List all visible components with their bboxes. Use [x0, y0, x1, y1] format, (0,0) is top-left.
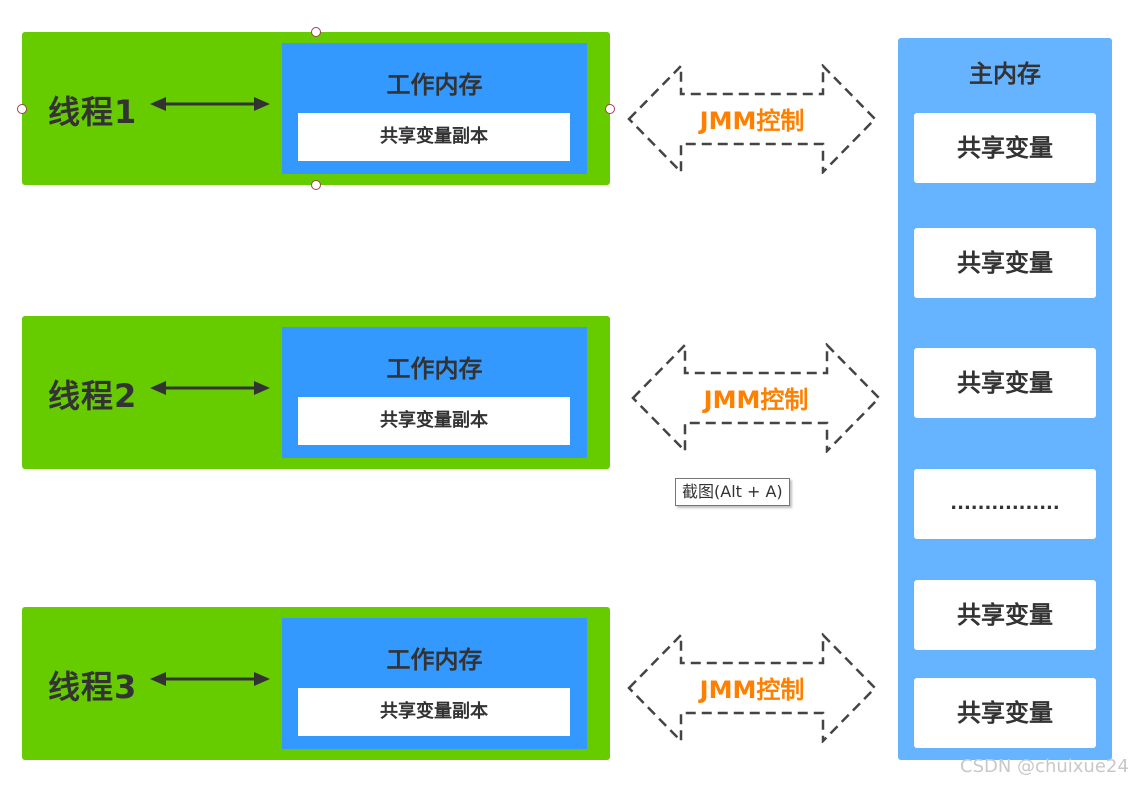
- shared-variable-copy: 共享变量副本: [298, 397, 570, 445]
- shared-variable-copy: 共享变量副本: [298, 113, 570, 161]
- jmm-control-label: JMM控制: [699, 107, 805, 135]
- thread-3-work-memory: 工作内存 共享变量副本: [282, 618, 587, 749]
- resize-handle-right[interactable]: [605, 104, 615, 114]
- thread-1-work-memory: 工作内存 共享变量副本: [282, 43, 587, 174]
- watermark: CSDN @chuixue24: [960, 756, 1129, 777]
- thread-3-box[interactable]: 线程3 工作内存 共享变量副本: [22, 607, 610, 760]
- thread-1-box[interactable]: 线程1 工作内存 共享变量副本: [22, 32, 610, 185]
- work-memory-title: 工作内存: [386, 355, 483, 383]
- thread-2-work-memory: 工作内存 共享变量副本: [282, 327, 587, 458]
- shared-variable-copy: 共享变量副本: [298, 688, 570, 736]
- thread-2-label: 线程2: [48, 377, 138, 415]
- dashed-double-arrow-icon: [627, 633, 877, 743]
- shared-variable-box: 共享变量: [914, 348, 1096, 418]
- thread-2-box[interactable]: 线程2 工作内存 共享变量副本: [22, 316, 610, 469]
- resize-handle-bottom[interactable]: [311, 180, 321, 190]
- main-memory-title: 主内存: [969, 60, 1041, 88]
- main-memory[interactable]: 主内存 共享变量 共享变量 共享变量 ................ 共享变量…: [898, 38, 1112, 760]
- shared-variable-box: 共享变量: [914, 228, 1096, 298]
- double-arrow-icon: [150, 381, 270, 395]
- thread-3-label: 线程3: [48, 668, 138, 706]
- resize-handle-left[interactable]: [17, 104, 27, 114]
- screenshot-tooltip: 截图(Alt + A): [675, 478, 790, 506]
- dashed-double-arrow-icon: [627, 64, 877, 174]
- jmm-control-label: JMM控制: [703, 386, 809, 414]
- resize-handle-top[interactable]: [311, 27, 321, 37]
- jmm-control-arrow-2[interactable]: JMM控制: [631, 343, 881, 453]
- shared-variable-box: 共享变量: [914, 580, 1096, 650]
- ellipsis-box: ................: [914, 469, 1096, 539]
- jmm-control-arrow-3[interactable]: JMM控制: [627, 633, 877, 743]
- jmm-control-label: JMM控制: [699, 676, 805, 704]
- jmm-control-arrow-1[interactable]: JMM控制: [627, 64, 877, 174]
- thread-1-label: 线程1: [48, 93, 138, 131]
- shared-variable-box: 共享变量: [914, 678, 1096, 748]
- double-arrow-icon: [150, 672, 270, 686]
- work-memory-title: 工作内存: [386, 71, 483, 99]
- shared-variable-box: 共享变量: [914, 113, 1096, 183]
- dashed-double-arrow-icon: [631, 343, 881, 453]
- work-memory-title: 工作内存: [386, 646, 483, 674]
- double-arrow-icon: [150, 97, 270, 111]
